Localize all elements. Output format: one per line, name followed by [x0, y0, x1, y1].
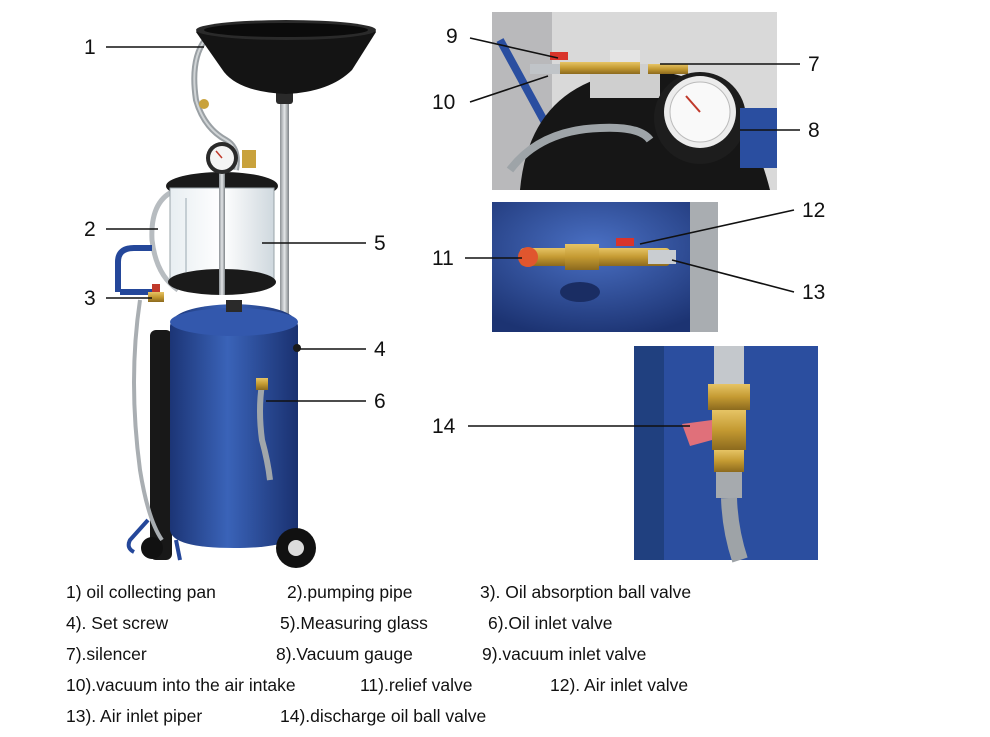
legend-row: 1) oil collecting pan 2).pumping pipe 3)…	[66, 582, 966, 613]
side-hose	[149, 187, 180, 293]
leader-13	[671, 259, 795, 293]
callout-8: 8	[808, 119, 820, 142]
tank	[170, 300, 301, 548]
callout-3: 3	[84, 287, 96, 310]
legend-row: 13). Air inlet piper 14).discharge oil b…	[66, 706, 966, 737]
callout-13: 13	[802, 281, 826, 304]
photo-discharge-valve	[634, 346, 818, 563]
legend-item: 3). Oil absorption ball valve	[480, 582, 692, 602]
callout-6: 6	[374, 390, 386, 413]
measuring-glass	[166, 160, 278, 295]
callout-7: 7	[808, 53, 820, 76]
legend-item: 6).Oil inlet valve	[488, 613, 613, 633]
callout-10: 10	[432, 91, 456, 114]
probe-tube	[150, 330, 172, 560]
legend-item: 4). Set screw	[66, 613, 169, 633]
handle-frame	[115, 245, 152, 292]
legend-row: 4). Set screw 5).Measuring glass 6).Oil …	[66, 613, 966, 644]
leader-lines	[106, 37, 800, 427]
oil-inlet-hose	[257, 383, 273, 481]
callout-5: 5	[374, 232, 386, 255]
legend-item: 9).vacuum inlet valve	[482, 644, 647, 664]
legend-item: 1) oil collecting pan	[66, 582, 216, 602]
callout-2: 2	[84, 218, 96, 241]
legend-item: 8).Vacuum gauge	[276, 644, 413, 664]
parts-legend: 1) oil collecting pan 2).pumping pipe 3)…	[66, 582, 966, 737]
legend-item: 10).vacuum into the air intake	[66, 675, 296, 695]
oil-collecting-pan	[196, 22, 376, 94]
oil-absorption-ball-valve	[148, 284, 164, 302]
leader-10	[469, 75, 549, 103]
callout-9: 9	[446, 25, 458, 48]
support-pole	[280, 98, 289, 338]
wheels	[126, 518, 316, 568]
legend-item: 5).Measuring glass	[280, 613, 428, 633]
leader-9	[469, 37, 559, 59]
photo-relief-valve	[492, 202, 718, 332]
legend-row: 7).silencer 8).Vacuum gauge 9).vacuum in…	[66, 644, 966, 675]
leader-12	[639, 209, 795, 245]
callout-14: 14	[432, 415, 456, 438]
legend-item: 7).silencer	[66, 644, 147, 664]
legend-item: 2).pumping pipe	[287, 582, 413, 602]
legend-item: 11).relief valve	[360, 675, 473, 695]
legend-item: 12). Air inlet valve	[550, 675, 689, 695]
legend-row: 10).vacuum into the air intake 11).relie…	[66, 675, 966, 706]
photo-top-valves	[492, 12, 777, 190]
legend-item: 13). Air inlet piper	[66, 706, 203, 726]
callout-1: 1	[84, 36, 96, 59]
vacuum-gauge-main	[206, 142, 256, 174]
legend-item: 14).discharge oil ball valve	[280, 706, 487, 726]
oil-drainer-machine	[115, 20, 376, 568]
callout-12: 12	[802, 199, 826, 222]
callout-11: 11	[432, 247, 454, 270]
callout-4: 4	[374, 338, 386, 361]
